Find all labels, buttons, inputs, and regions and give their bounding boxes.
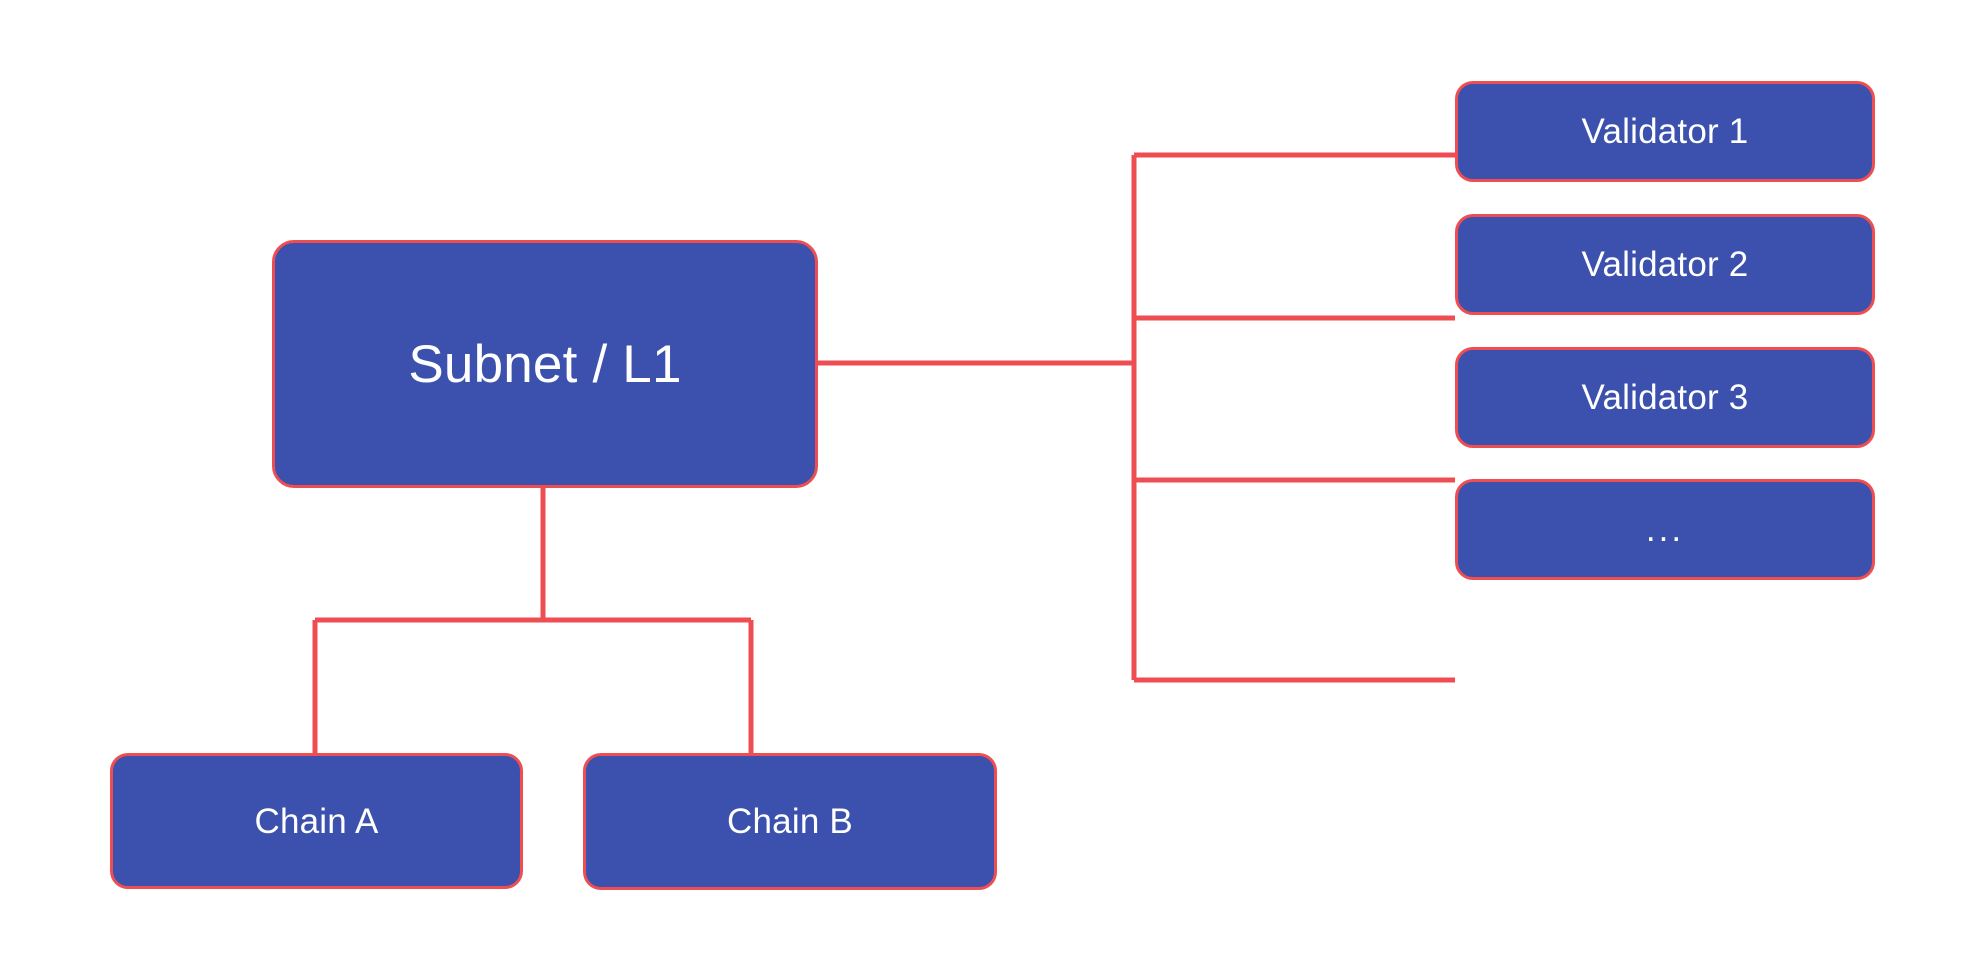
node-validator-2-label: Validator 2 bbox=[1581, 245, 1749, 284]
node-subnet-l1-label: Subnet / L1 bbox=[408, 334, 682, 394]
node-chain-b[interactable]: Chain B bbox=[583, 753, 997, 890]
node-validator-2[interactable]: Validator 2 bbox=[1455, 214, 1875, 315]
node-validator-more[interactable]: ... bbox=[1455, 479, 1875, 580]
node-chain-b-label: Chain B bbox=[727, 802, 853, 841]
node-validator-1[interactable]: Validator 1 bbox=[1455, 81, 1875, 182]
node-chain-a[interactable]: Chain A bbox=[110, 753, 523, 889]
node-chain-a-label: Chain A bbox=[254, 801, 379, 841]
node-subnet-l1[interactable]: Subnet / L1 bbox=[272, 240, 818, 488]
node-validator-more-label: ... bbox=[1645, 510, 1685, 549]
node-validator-3[interactable]: Validator 3 bbox=[1455, 347, 1875, 448]
node-validator-3-label: Validator 3 bbox=[1581, 378, 1749, 417]
node-validator-1-label: Validator 1 bbox=[1581, 112, 1749, 151]
